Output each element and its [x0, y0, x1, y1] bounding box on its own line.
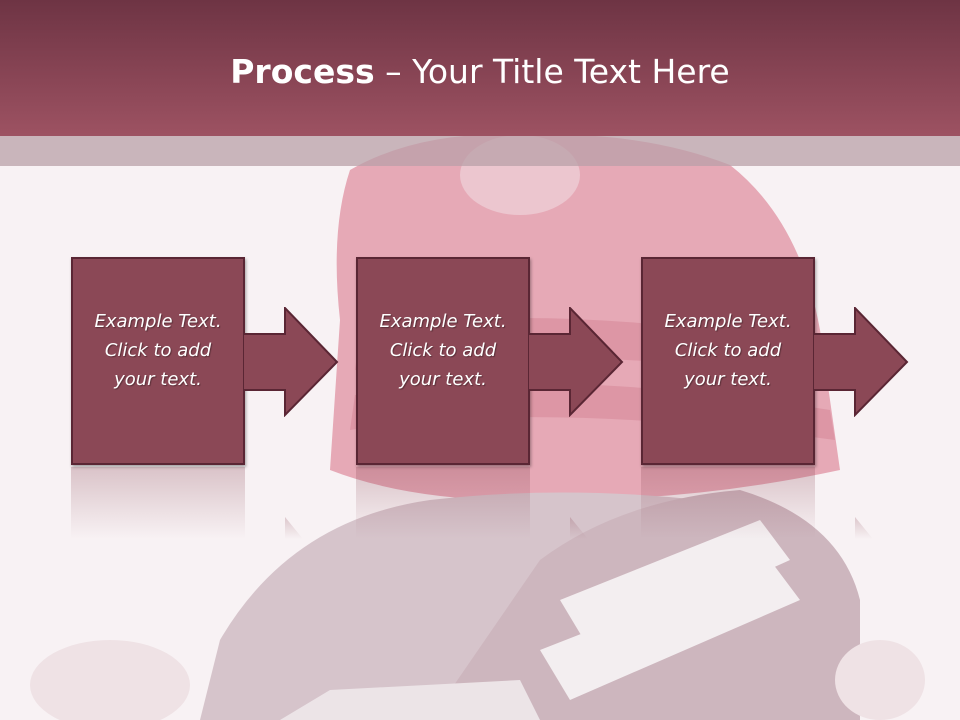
step-text: Example Text. Click to add your text.: [664, 307, 791, 394]
arrow-right-icon[interactable]: [243, 307, 339, 417]
step-text-line: Click to add: [104, 339, 212, 361]
arrow-reflection: [855, 517, 873, 539]
step-reflection: [641, 467, 815, 539]
slide-title-rest: – Your Title Text Here: [374, 52, 730, 91]
step-text-line: Click to add: [674, 339, 782, 361]
step-text-line: Example Text.: [94, 310, 222, 332]
slide-title[interactable]: Process – Your Title Text Here: [0, 52, 960, 91]
process-step-3[interactable]: Example Text. Click to add your text.: [641, 257, 815, 465]
step-text: Example Text. Click to add your text.: [379, 307, 506, 394]
arrow-right-icon[interactable]: [528, 307, 624, 417]
step-text-line: your text.: [399, 368, 487, 390]
step-text-line: Click to add: [389, 339, 497, 361]
process-step-1[interactable]: Example Text. Click to add your text.: [71, 257, 245, 465]
arrow-reflection: [285, 517, 303, 539]
title-band: [0, 136, 960, 166]
step-text-line: your text.: [114, 368, 202, 390]
step-text-line: your text.: [684, 368, 772, 390]
step-reflection: [356, 467, 530, 539]
arrow-reflection: [570, 517, 588, 539]
step-reflection: [71, 467, 245, 539]
arrow-right-icon[interactable]: [813, 307, 909, 417]
slide-title-bold: Process: [230, 52, 375, 91]
step-text: Example Text. Click to add your text.: [94, 307, 221, 394]
process-step-2[interactable]: Example Text. Click to add your text.: [356, 257, 530, 465]
title-bar: [0, 0, 960, 136]
step-text-line: Example Text.: [664, 310, 792, 332]
step-text-line: Example Text.: [379, 310, 507, 332]
